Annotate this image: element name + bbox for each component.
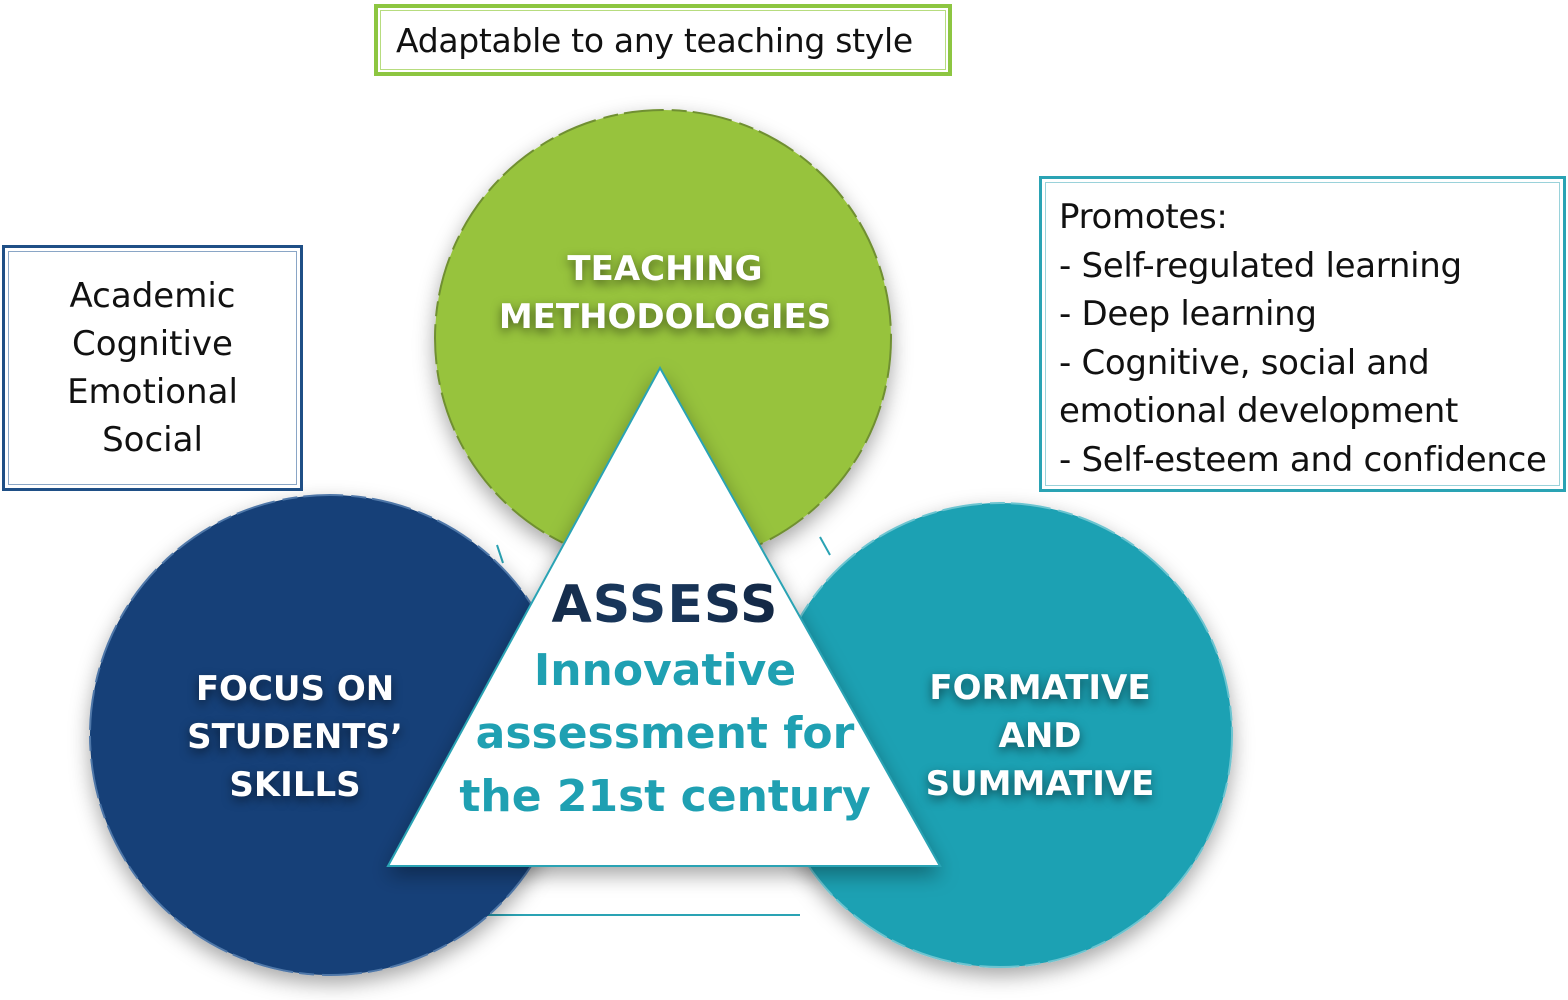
subtitle-line: assessment for — [475, 708, 855, 759]
focus-skills-label: FOCUS ON STUDENTS’ SKILLS — [150, 665, 440, 809]
promotes-item: emotional development — [1059, 391, 1459, 431]
label-line: AND — [998, 716, 1082, 756]
label-line: SKILLS — [229, 765, 361, 805]
adaptable-callout-box: Adaptable to any teaching style — [374, 4, 952, 76]
subtitle-line: the 21st century — [459, 771, 871, 822]
adaptable-text: Adaptable to any teaching style — [396, 20, 913, 60]
skill-item: Social — [102, 420, 203, 460]
center-subtitle: Innovative assessment for the 21st centu… — [420, 639, 910, 828]
promotes-item: - Self-regulated learning — [1059, 245, 1462, 286]
label-line: FORMATIVE — [929, 668, 1151, 708]
skill-item: Academic — [69, 276, 236, 316]
formative-summative-label: FORMATIVE AND SUMMATIVE — [900, 664, 1180, 808]
assess-logo: ASSESS — [420, 575, 910, 635]
label-line: STUDENTS’ — [187, 717, 403, 757]
skills-callout-box: Academic Cognitive Emotional Social — [2, 245, 303, 491]
center-triangle — [386, 365, 942, 867]
subtitle-line: Innovative — [533, 645, 797, 696]
label-line: METHODOLOGIES — [498, 297, 832, 337]
skill-item: Cognitive — [72, 324, 233, 364]
promotes-item: - Deep learning — [1059, 294, 1317, 334]
promotes-heading: Promotes: — [1059, 197, 1228, 237]
skill-item: Emotional — [67, 372, 238, 412]
promotes-callout-box: Promotes: - Self-regulated learning - De… — [1039, 176, 1566, 492]
promotes-item: - Self-esteem and confidence — [1059, 439, 1547, 480]
teaching-methodologies-label: TEACHING METHODOLOGIES — [470, 245, 860, 341]
label-line: SUMMATIVE — [925, 764, 1155, 804]
label-line: FOCUS ON — [195, 669, 395, 709]
promotes-item: - Cognitive, social and — [1059, 342, 1430, 383]
label-line: TEACHING — [567, 249, 763, 289]
center-title-block: ASSESS Innovative assessment for the 21s… — [420, 575, 910, 828]
